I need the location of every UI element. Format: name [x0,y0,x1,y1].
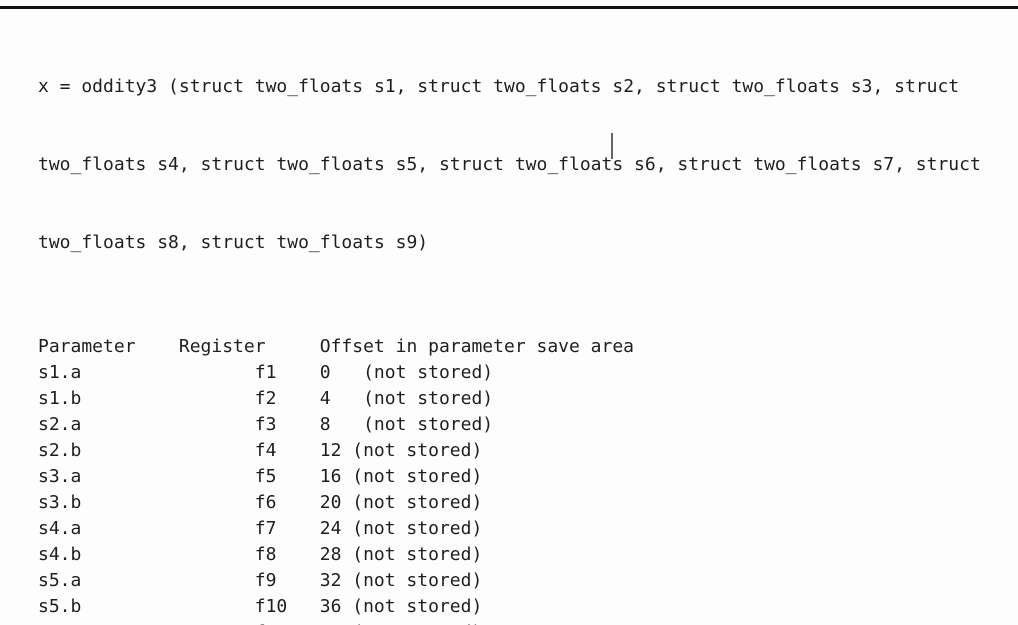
cell-parameter: s5.a [38,570,82,591]
cell-parameter: s6.a [38,620,244,625]
code-line-2: two_floats s4, struct two_floats s5, str… [38,133,988,178]
cell-register: f11 [244,620,320,625]
table-row: s3.b f6 20 (not stored) [38,490,988,516]
cell-register: f5 [243,466,277,487]
header-register: Register [178,336,266,357]
cell-register: f9 [243,570,277,591]
table-row: s2.b f4 12 (not stored) [38,438,988,464]
cell-parameter: s1.a [38,362,82,383]
cell-parameter: s3.b [38,492,82,513]
cell-register: f3 [243,414,277,435]
table-row: s2.a f3 8 (not stored) [38,412,988,438]
table-body: s1.a f1 0 (not stored) s1.b f2 4 (not st… [38,360,988,625]
table-row: s5.a f9 32 (not stored) [38,568,988,594]
table-row: s6.a f11 40 (not stored) [38,620,988,625]
cell-offset: 16 (not stored) [319,466,483,487]
cell-offset: 32 (not stored) [319,570,483,591]
cell-register: f6 [243,492,277,513]
parameter-table: Parameter Register Offset in parameter s… [38,334,988,625]
cell-offset: 0 (not stored) [319,362,494,383]
cell-register: f10 [243,596,288,617]
cell-parameter: s3.a [38,466,82,487]
code-line-2-before-caret: two_floats s4, struct two_floats s5, str… [38,154,613,175]
cell-parameter: s5.b [38,596,82,617]
cell-parameter: s2.a [38,414,82,435]
cell-parameter: s1.b [38,388,82,409]
header-parameter: Parameter [38,336,136,357]
header-offset: Offset in parameter save area [319,336,635,357]
code-line-1: x = oddity3 (struct two_floats s1, struc… [38,76,960,97]
code-line-2-after-caret: s s6, struct two_floats s7, struct [612,154,981,175]
cell-register: f2 [243,388,277,409]
code-line-3: two_floats s8, struct two_floats s9) [38,232,429,253]
cell-parameter: s2.b [38,440,82,461]
cell-offset: 12 (not stored) [319,440,483,461]
cell-offset: 4 (not stored) [319,388,494,409]
table-header-row: Parameter Register Offset in parameter s… [38,334,988,360]
cell-offset: 40 (not stored) [320,620,988,625]
cell-register: f8 [243,544,277,565]
cell-offset: 24 (not stored) [319,518,483,539]
table-row: s4.a f7 24 (not stored) [38,516,988,542]
cell-offset: 28 (not stored) [319,544,483,565]
table-row: s1.b f2 4 (not stored) [38,386,988,412]
cell-register: f1 [243,362,277,383]
cell-offset: 36 (not stored) [319,596,483,617]
table-row: s5.b f10 36 (not stored) [38,594,988,620]
table-row: s1.a f1 0 (not stored) [38,360,988,386]
cell-register: f7 [243,518,277,539]
cell-offset: 20 (not stored) [319,492,483,513]
cell-parameter: s4.b [38,544,82,565]
code-block[interactable]: x = oddity3 (struct two_floats s1, struc… [38,22,988,308]
table-row: s3.a f5 16 (not stored) [38,464,988,490]
figure-frame: x = oddity3 (struct two_floats s1, struc… [0,6,1018,625]
cell-register: f4 [243,440,277,461]
table-row: s4.b f8 28 (not stored) [38,542,988,568]
cell-parameter: s4.a [38,518,82,539]
cell-offset: 8 (not stored) [319,414,494,435]
